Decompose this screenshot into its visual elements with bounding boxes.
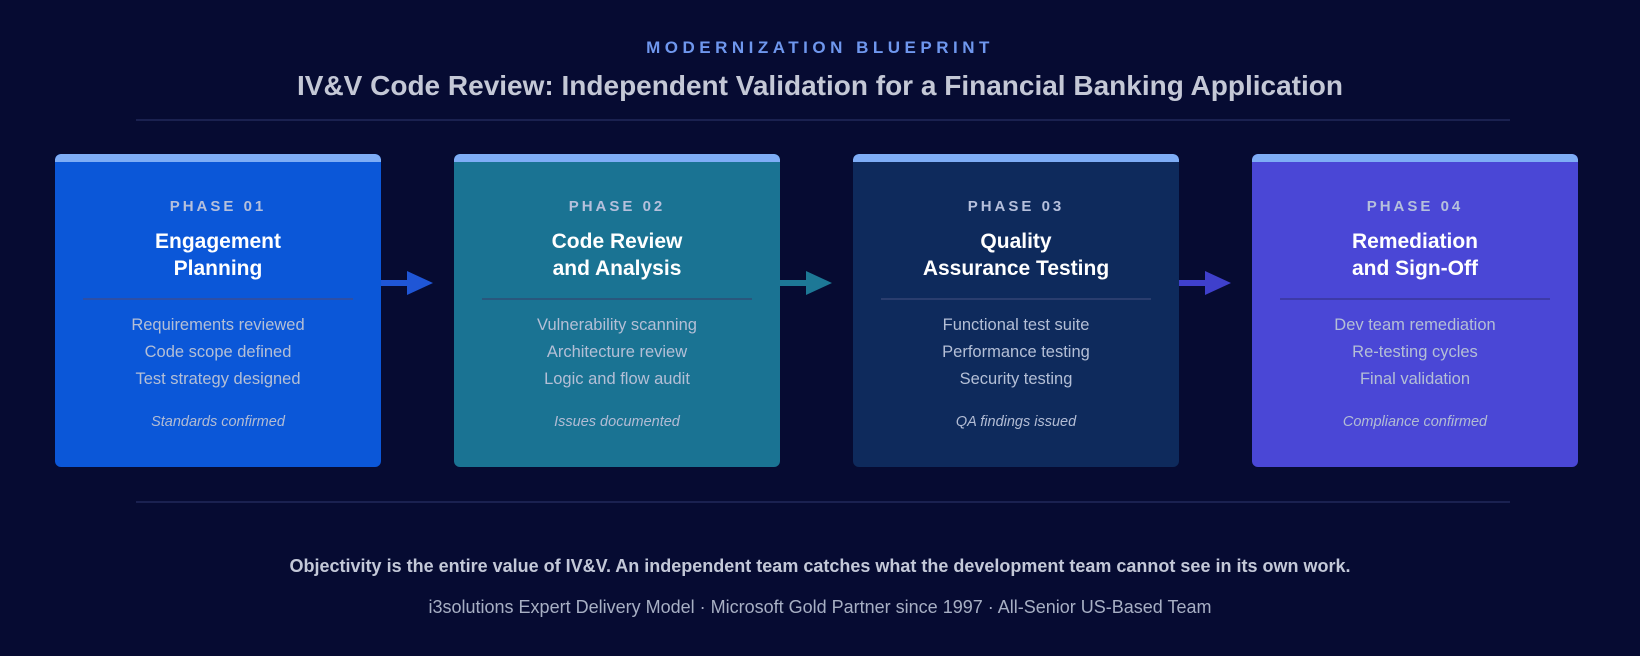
phase-title-line: and Sign-Off [1352,257,1478,280]
phase-card-02: PHASE 02 Code Review and Analysis Vulner… [454,154,780,467]
phase-card-03: PHASE 03 Quality Assurance Testing Funct… [853,154,1179,467]
phase-outcome: Standards confirmed [151,414,285,430]
card-divider [482,298,752,300]
phase-title: Remediation and Sign-Off [1252,228,1578,282]
page-title: IV&V Code Review: Independent Validation… [297,70,1343,101]
arrow-shaft [1179,280,1207,286]
phase-title: Engagement Planning [55,228,381,282]
phase-title-line: Remediation [1351,230,1479,253]
phase-item: Test strategy designed [135,370,301,388]
card-divider [1280,298,1550,300]
phase-item: Requirements reviewed [131,316,305,334]
arrow-right-icon [780,271,832,295]
phase-title: Quality Assurance Testing [853,228,1179,282]
card-top-bar [853,154,1179,162]
phase-title-line: Quality [980,230,1052,253]
phase-item: Security testing [959,370,1073,388]
arrow-right-icon [1179,271,1231,295]
phase-item: Final validation [1359,370,1471,388]
eyebrow-label: MODERNIZATION BLUEPRINT [646,38,994,57]
phase-title: Code Review and Analysis [454,228,780,282]
arrow-head [806,271,832,295]
phase-outcome: Compliance confirmed [1342,414,1488,430]
phase-title-line: and Analysis [552,257,682,280]
phase-label: PHASE 04 [1366,198,1464,215]
footer-tagline: i3solutions Expert Delivery Model · Micr… [428,597,1212,617]
arrow-head [407,271,433,295]
phase-items: Vulnerability scanning Architecture revi… [454,312,780,393]
phase-title-line: Planning [173,257,263,280]
phase-title-line: Code Review [551,230,683,253]
key-insight-quote: Objectivity is the entire value of IV&V.… [289,556,1351,576]
phase-item: Functional test suite [942,316,1090,334]
phase-outcome: QA findings issued [955,414,1077,430]
phase-label: PHASE 01 [169,198,267,215]
phase-item: Logic and flow audit [544,370,690,388]
card-top-bar [55,154,381,162]
phase-title-line: Assurance Testing [922,257,1110,280]
phase-title-line: Engagement [154,230,282,253]
phase-item: Code scope defined [144,343,292,361]
card-top-bar [1252,154,1578,162]
phase-label: PHASE 02 [568,198,666,215]
phase-item: Dev team remediation [1334,316,1496,334]
phase-items: Requirements reviewed Code scope defined… [55,312,381,393]
phase-item: Re-testing cycles [1352,343,1478,361]
phase-label: PHASE 03 [967,198,1065,215]
bottom-divider [136,501,1510,503]
phase-item: Vulnerability scanning [537,316,697,334]
arrow-shaft [381,280,409,286]
arrow-head [1205,271,1231,295]
phase-items: Functional test suite Performance testin… [853,312,1179,393]
card-divider [83,298,353,300]
top-divider [136,119,1510,121]
phase-card-04: PHASE 04 Remediation and Sign-Off Dev te… [1252,154,1578,467]
arrow-shaft [780,280,808,286]
phase-card-01: PHASE 01 Engagement Planning Requirement… [55,154,381,467]
arrow-right-icon [381,271,433,295]
phase-item: Performance testing [942,343,1090,361]
card-divider [881,298,1151,300]
phase-item: Architecture review [546,343,688,361]
phase-outcome: Issues documented [554,414,680,430]
card-top-bar [454,154,780,162]
phase-items: Dev team remediation Re-testing cycles F… [1252,312,1578,393]
